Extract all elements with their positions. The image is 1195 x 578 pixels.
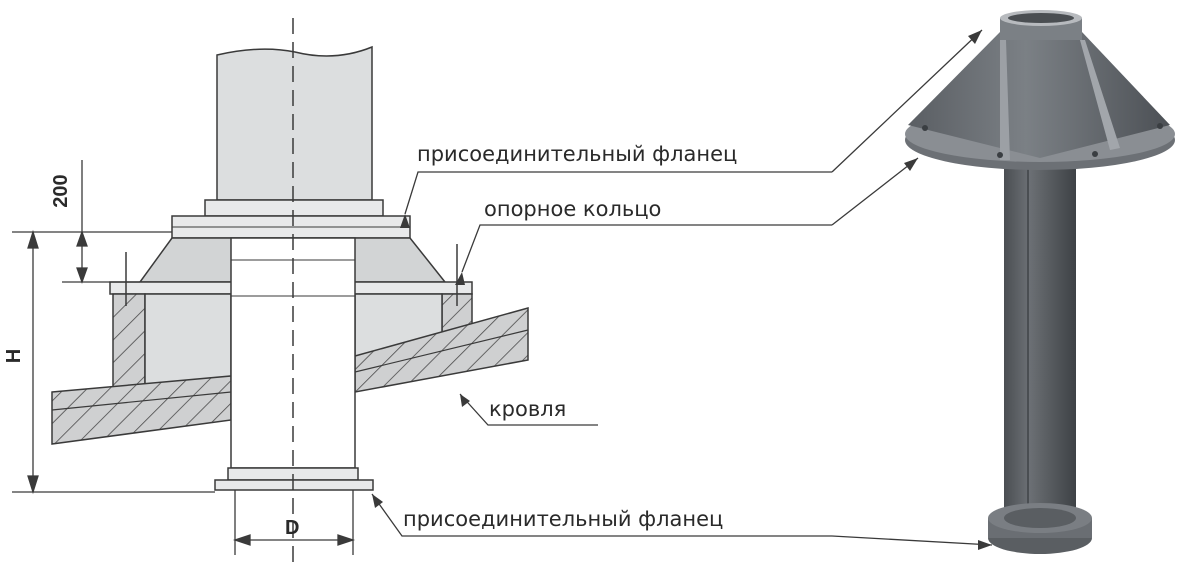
section-drawing (51, 45, 529, 491)
leader-arrowheads (372, 30, 992, 550)
dimension-lines (12, 160, 356, 555)
render-3d (905, 10, 1175, 554)
dimension-H: H (3, 348, 25, 364)
leader-lines (371, 29, 993, 546)
label-support-ring: опорное кольцо (484, 197, 662, 221)
curb-wall-left (112, 293, 146, 395)
bottom-flange-plate (214, 479, 374, 491)
dimension-D: D (285, 517, 300, 539)
upper-flange-plate (204, 199, 384, 217)
label-flange-bottom: присоединительный фланец (403, 507, 724, 531)
label-flange-top: присоединительный фланец (417, 142, 738, 166)
dimension-200: 200 (50, 174, 72, 208)
render-pipe (1004, 150, 1076, 540)
roof-slab-left (51, 375, 232, 445)
upper-duct (216, 45, 373, 201)
label-roof: кровля (489, 397, 567, 421)
curb-inner-left (144, 293, 232, 387)
